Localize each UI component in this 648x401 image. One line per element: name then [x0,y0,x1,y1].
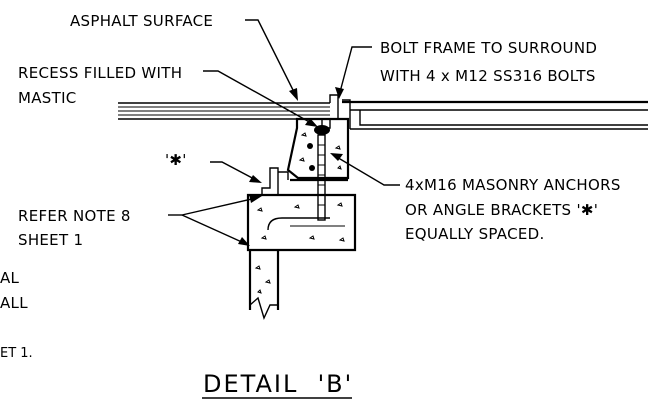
base-block [246,193,357,252]
bracket-marker-label: '✱' [165,151,187,169]
bolt-frame-label-line1: BOLT FRAME TO SURROUND [380,39,597,57]
recess-label-line2: MASTIC [18,89,77,107]
bolt-frame-label-line2: WITH 4 x M12 SS316 BOLTS [380,67,596,85]
anchors-label-line2: OR ANGLE BRACKETS '✱' [405,201,598,219]
leader-lines [168,19,400,246]
support-wall [248,250,280,320]
cut-off-text-3: ET 1. [0,346,33,361]
anchors-label-line3: EQUALLY SPACED. [405,225,545,243]
refer-note-label-line2: SHEET 1 [18,231,83,249]
asphalt-layers [118,102,330,120]
anchors-label-line1: 4xM16 MASONRY ANCHORS [405,176,621,194]
asphalt-surface-label: ASPHALT SURFACE [70,12,213,30]
detail-title: DETAIL 'B' [203,370,353,398]
bolt-frame [329,94,648,130]
concrete-kerb [286,117,350,221]
refer-note-label-line1: REFER NOTE 8 [18,207,131,225]
angle-bracket [261,167,289,196]
cut-off-text-1: AL [0,269,20,287]
recess-label-line1: RECESS FILLED WITH [18,64,182,82]
cut-off-text-2: ALL [0,294,28,312]
